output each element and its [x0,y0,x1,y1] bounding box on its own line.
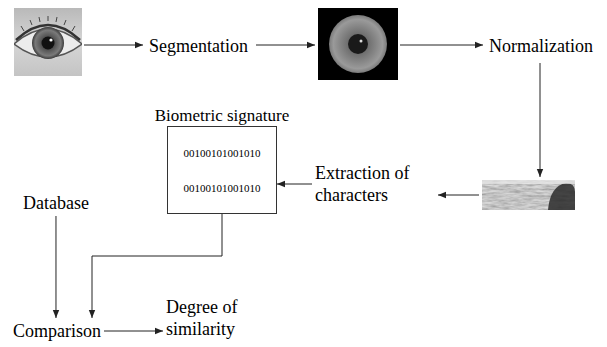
step-text: Segmentation [149,35,248,57]
step-label: Segmentation [146,33,251,59]
step-text: Extraction of characters [315,162,429,206]
signature-box: Biometric signature001001010010100010010… [167,126,277,214]
segmented-iris-ring [329,15,387,73]
result-label: Degree of similarity [163,294,263,342]
flow-arrow [256,45,315,46]
segmented-pupil [348,34,368,54]
eye-lashes [21,16,75,31]
flow-arrow [84,45,143,46]
step-label: Comparison [10,318,104,344]
flow-arrow [55,216,56,318]
flow-arrow [438,195,479,196]
flow-arrow [277,184,312,185]
strip-texture [482,180,575,210]
segmented-iris [318,8,398,80]
step-text: Degree of similarity [166,296,260,340]
source-label: Database [20,190,92,216]
normalized-strip [482,180,575,210]
step-text: Database [23,192,89,214]
flow-arrow [400,45,483,46]
binary-code: 00100101001010 [184,146,261,160]
step-label: Extraction of characters [312,160,432,208]
step-text: Normalization [489,35,593,57]
eye-lid [16,25,80,40]
eye-pupil [42,37,55,50]
box-heading: Biometric signature [155,106,290,126]
flow-arrow [104,331,163,332]
eye-skin [14,8,82,76]
segmented-ground [318,8,398,80]
step-label: Normalization [486,33,596,59]
binary-code: 00100101001010 [184,181,261,195]
segmented-highlight [360,40,363,43]
eye-highlight [49,38,52,41]
strip-shadow [548,183,575,210]
strip-tone [482,180,575,210]
flow-arrow [540,63,541,177]
step-text: Comparison [13,320,101,342]
eye-iris [32,27,64,59]
strip-edge [482,180,575,184]
eye-photo [14,8,82,76]
